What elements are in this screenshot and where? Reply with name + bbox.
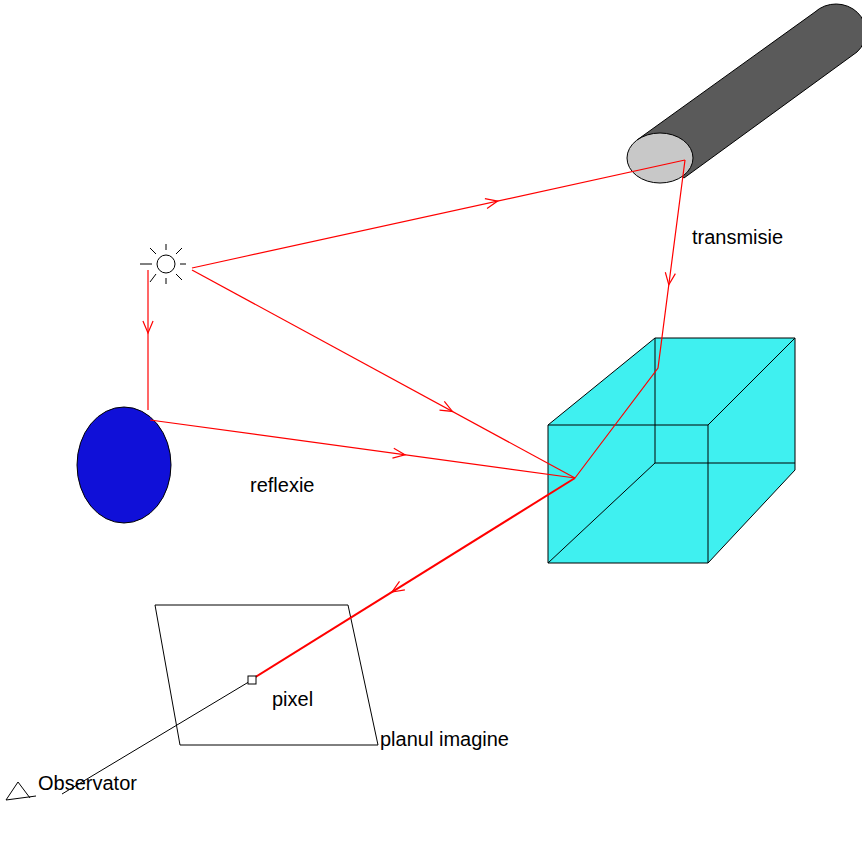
arrow-head [440,401,453,411]
arrow-head [392,448,405,458]
pixel-square [248,676,256,684]
reflective-sphere [77,407,171,523]
cube [548,338,795,563]
light-rays [143,160,685,678]
image-plane [155,605,378,745]
observer-label: Observator [38,772,137,794]
reflection-label: reflexie [250,474,314,496]
arrow-head [143,321,153,333]
observer-eye [6,782,36,800]
arrow-head [392,581,405,592]
light-source [140,244,186,284]
arrow-head [665,272,675,285]
arrow-head [485,199,498,209]
image-plane-label: planul imagine [380,728,509,750]
pixel-label: pixel [272,688,313,710]
transmission-label: transmisie [692,226,783,248]
